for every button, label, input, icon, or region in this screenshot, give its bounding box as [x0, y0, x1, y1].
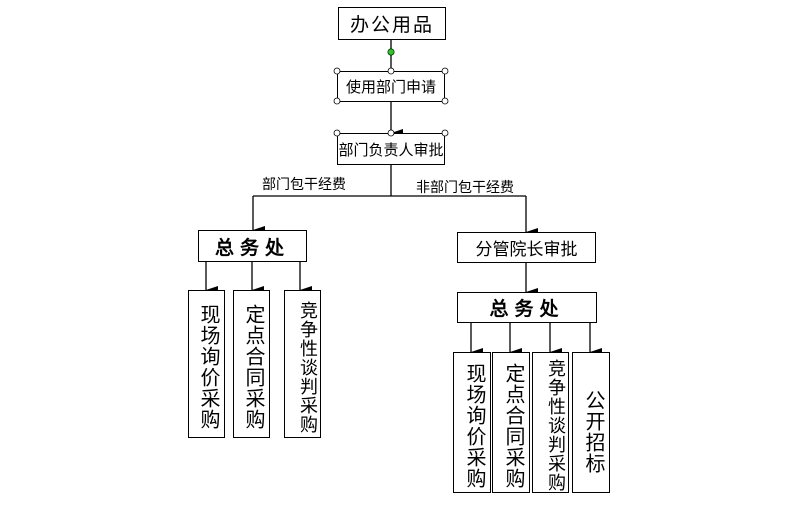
resize-handle[interactable] [441, 67, 449, 75]
edge-label-non-dept-funds: 非部门包干经费 [416, 180, 514, 196]
method-fixed-contract-right[interactable]: 定点合同采购 [492, 352, 530, 493]
resize-handle[interactable] [441, 129, 449, 137]
method-competitive-negotiation-left[interactable]: 竞争性谈判采购 [284, 290, 321, 438]
resize-handle[interactable] [333, 129, 341, 137]
method-onsite-inquiry-right[interactable]: 现场询价采购 [453, 352, 491, 493]
method-public-tender-right[interactable]: 公开招标 [572, 352, 610, 493]
node-office-supplies[interactable]: 办公用品 [338, 7, 446, 40]
resize-handle[interactable] [387, 67, 395, 75]
node-vice-president-approve[interactable]: 分管院长审批 [457, 232, 596, 263]
edge-label-dept-funds: 部门包干经费 [262, 177, 346, 193]
method-competitive-negotiation-right[interactable]: 竞争性谈判采购 [532, 352, 569, 493]
resize-handle[interactable] [387, 129, 395, 137]
method-onsite-inquiry-left[interactable]: 现场询价采购 [188, 290, 225, 438]
resize-handle[interactable] [333, 67, 341, 75]
resize-handle[interactable] [333, 97, 341, 105]
method-fixed-contract-left[interactable]: 定点合同采购 [233, 290, 270, 438]
rotate-handle[interactable] [387, 48, 395, 56]
node-dept-head-approve[interactable]: 部门负责人审批 [337, 133, 445, 165]
resize-handle[interactable] [441, 97, 449, 105]
node-general-affairs-left[interactable]: 总务处 [198, 230, 307, 262]
node-general-affairs-right[interactable]: 总务处 [457, 292, 597, 323]
